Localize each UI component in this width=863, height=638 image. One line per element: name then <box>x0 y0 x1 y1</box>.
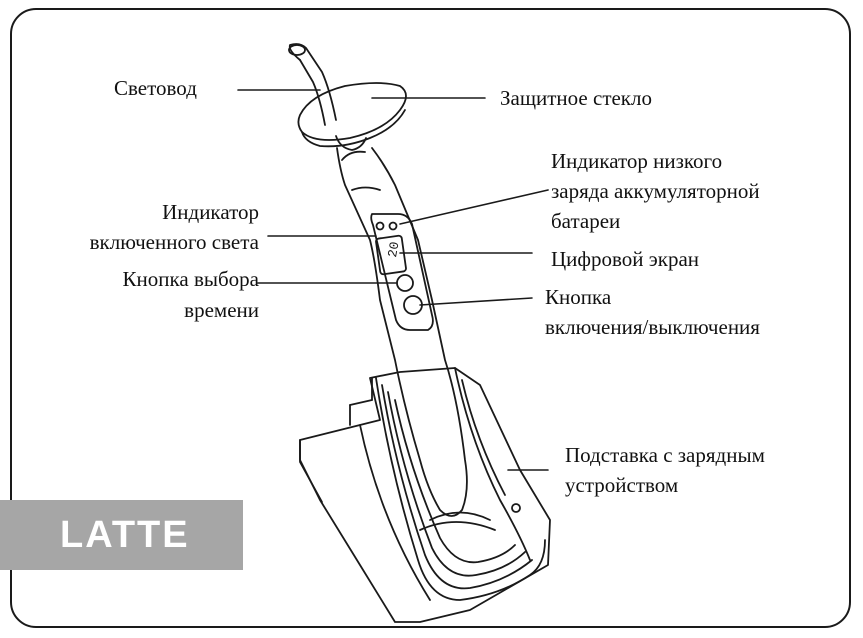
label-power-button-line1: Кнопка <box>545 285 612 309</box>
label-low-battery-line1: Индикатор низкого <box>551 149 723 173</box>
light-guide <box>288 43 337 126</box>
label-protective-glass: Защитное стекло <box>500 86 652 110</box>
label-power-button-line2: включения/выключения <box>545 315 760 339</box>
protective-glass <box>297 82 407 151</box>
label-low-battery-line2: заряда аккумуляторной <box>551 179 760 203</box>
leader-lines <box>237 89 549 471</box>
brand-name: LATTE <box>60 514 190 556</box>
label-light-on-line1: Индикатор <box>162 200 259 224</box>
charging-stand <box>299 367 551 623</box>
page-frame <box>10 8 851 628</box>
label-light-guide: Световод <box>114 76 197 100</box>
light-on-indicator-led <box>375 221 385 231</box>
time-select-button <box>396 274 414 292</box>
label-charging-stand-line1: Подставка с зарядным <box>565 443 765 467</box>
low-battery-indicator-led <box>388 221 398 231</box>
label-light-on-line2: включенного света <box>89 230 259 254</box>
handpiece-body <box>336 147 468 517</box>
label-low-battery-line3: батареи <box>551 209 621 233</box>
brand-banner <box>0 500 243 570</box>
label-digital-screen: Цифровой экран <box>551 247 700 271</box>
label-time-button-line2: времени <box>184 298 259 322</box>
screen-readout: 20 <box>385 241 402 259</box>
label-charging-stand-line2: устройством <box>565 473 679 497</box>
label-time-button-line1: Кнопка выбора <box>122 267 259 291</box>
